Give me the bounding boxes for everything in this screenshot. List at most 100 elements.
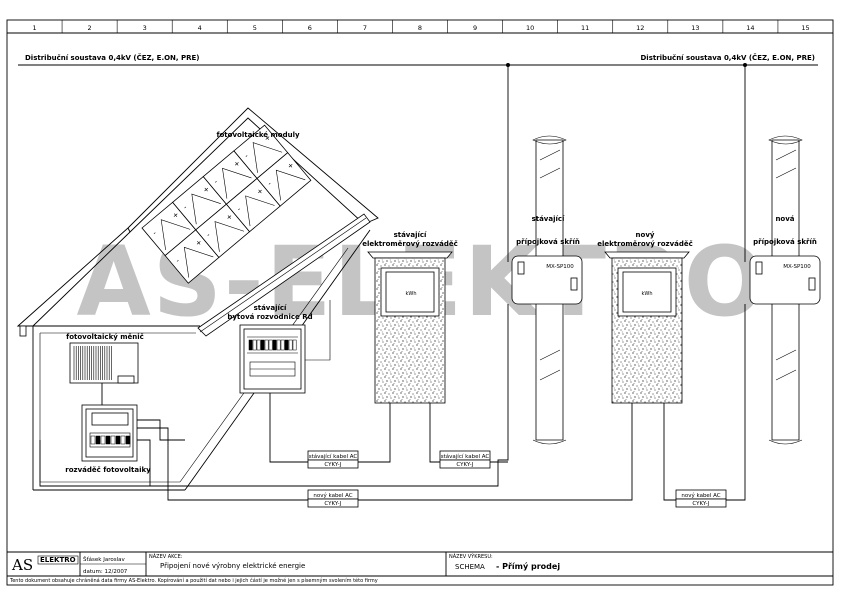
pv-module-minus: -	[235, 205, 242, 213]
svg-text:CYKY-J: CYKY-J	[456, 462, 474, 468]
pv-modules-label: fotovoltaické moduly	[216, 131, 300, 139]
home-breaker	[288, 339, 293, 351]
pv-breaker	[120, 435, 126, 445]
pv-module-plus: +	[225, 212, 235, 222]
home-breaker	[292, 339, 297, 351]
home-breaker	[280, 339, 285, 351]
ruler-column-number: 8	[418, 24, 422, 32]
ruler-column-number: 14	[746, 24, 754, 32]
title-block: AS ELEKTRO Šťásek Jaroslav datum: 12/200…	[7, 551, 833, 584]
pv-module-plus: +	[194, 238, 204, 248]
home-breaker	[272, 339, 277, 351]
ruler-column-number: 6	[308, 24, 312, 32]
drawing-name-caption: NÁZEV VÝKRESU:	[449, 553, 493, 560]
pv-breaker	[125, 435, 131, 445]
svg-text:CYKY-J: CYKY-J	[692, 501, 710, 507]
ruler-column-number: 9	[473, 24, 477, 32]
pv-breaker	[115, 435, 121, 445]
logo-as: AS	[11, 556, 33, 574]
cable-label-2: stávající kabel AC CYKY-J	[439, 450, 491, 469]
ruler-column-number: 4	[198, 24, 202, 32]
drawing-subtitle: - Přímý prodej	[496, 562, 560, 571]
svg-text:přípojková skříň: přípojková skříň	[516, 238, 580, 246]
svg-text:nový kabel AC: nový kabel AC	[313, 492, 352, 499]
pv-breaker	[90, 435, 96, 445]
pv-module-minus: -	[182, 203, 189, 211]
cable-label-3: nový kabel AC CYKY-J	[307, 489, 359, 508]
distribution-label-right: Distribuční soustava 0,4kV (ČEZ, E.ON, P…	[640, 53, 815, 62]
svg-text:stávající kabel AC: stávající kabel AC	[441, 453, 490, 460]
pv-module-wire	[252, 142, 283, 173]
cable-label-4: nový kabel AC CYKY-J	[675, 489, 727, 508]
inverter-label: fotovoltaický měnič	[66, 332, 144, 341]
home-breaker	[268, 339, 273, 351]
house	[16, 107, 379, 491]
svg-text:elektroměrový rozváděč: elektroměrový rozváděč	[362, 239, 458, 248]
pv-module-wire	[222, 167, 252, 199]
pv-module-wire	[214, 221, 245, 252]
svg-text:bytová rozvodnice Rd: bytová rozvodnice Rd	[227, 313, 312, 321]
distribution-label-left: Distribuční soustava 0,4kV (ČEZ, E.ON, P…	[25, 53, 200, 62]
pv-breaker	[110, 435, 116, 445]
pv-module-minus: -	[243, 152, 250, 160]
svg-text:kWh: kWh	[641, 291, 652, 297]
home-distributor: stávající bytová rozvodnice Rd	[227, 304, 313, 394]
inverter: fotovoltaický měnič	[66, 332, 144, 384]
ruler-column-number: 13	[691, 24, 699, 32]
pv-module-minus: -	[266, 179, 273, 187]
svg-text:stávající: stávající	[394, 231, 427, 239]
svg-text:MX-SP100: MX-SP100	[783, 264, 811, 270]
project-name: Připojení nové výrobny elektrické energi…	[160, 562, 305, 570]
svg-text:přípojková skříň: přípojková skříň	[753, 238, 817, 246]
svg-text:nový kabel AC: nový kabel AC	[681, 492, 720, 499]
pv-module-plus: +	[202, 185, 212, 195]
pv-distributor-label: rozváděč fotovoltaiky	[65, 466, 151, 474]
pv-module-minus: -	[205, 231, 212, 239]
svg-text:CYKY-J: CYKY-J	[324, 462, 342, 468]
outer-frame	[6, 19, 834, 586]
connection-box-new: nová přípojková skříň MX-SP100	[749, 135, 821, 445]
ruler-column-number: 10	[526, 24, 534, 32]
pv-module-plus: +	[232, 159, 242, 169]
home-breaker	[264, 339, 269, 351]
drawing-date: datum: 12/2007	[83, 569, 128, 575]
ruler-column-number: 1	[32, 24, 36, 32]
home-breaker	[252, 339, 257, 351]
pv-module	[256, 152, 312, 207]
ruler-column-number: 5	[253, 24, 257, 32]
pv-breaker	[100, 435, 106, 445]
svg-text:nový: nový	[636, 230, 655, 239]
svg-text:stávající kabel AC: stávající kabel AC	[309, 453, 358, 460]
pv-module-wire	[275, 169, 306, 201]
ruler-column-number: 3	[143, 24, 147, 32]
svg-text:elektroměrový rozváděč: elektroměrový rozváděč	[597, 239, 693, 248]
home-breaker	[276, 339, 281, 351]
home-breaker	[284, 339, 289, 351]
home-breaker	[260, 339, 265, 351]
meter-cabinet-new: nový elektroměrový rozváděč kWh	[597, 230, 693, 404]
pv-breaker	[105, 435, 111, 445]
pv-breaker	[95, 435, 101, 445]
pv-module-plus: +	[171, 210, 181, 220]
ruler-column-number: 11	[581, 24, 589, 32]
svg-text:stávající: stávající	[254, 304, 287, 312]
cable-label-1: stávající kabel AC CYKY-J	[307, 450, 359, 469]
author-name: Šťásek Jaroslav	[83, 556, 125, 563]
logo-elektro: ELEKTRO	[40, 556, 76, 564]
copyright-footer: Tento dokument obsahuje chráněná data fi…	[9, 577, 378, 584]
ruler-column-number: 2	[88, 24, 92, 32]
home-breaker	[248, 339, 253, 351]
ruler-column-number: 7	[363, 24, 367, 32]
connection-box-old: stávající přípojková skříň MX-SP100	[511, 135, 583, 445]
svg-text:kWh: kWh	[405, 291, 416, 297]
pv-module-plus: +	[286, 161, 296, 171]
svg-text:stávající: stávající	[532, 215, 565, 223]
pv-module-plus: +	[255, 186, 265, 196]
pv-module-wire	[160, 219, 191, 250]
ruler-column-number: 12	[636, 24, 644, 32]
home-breaker	[256, 339, 261, 351]
svg-text:nová: nová	[775, 215, 794, 223]
pv-distributor: rozváděč fotovoltaiky	[65, 404, 151, 474]
